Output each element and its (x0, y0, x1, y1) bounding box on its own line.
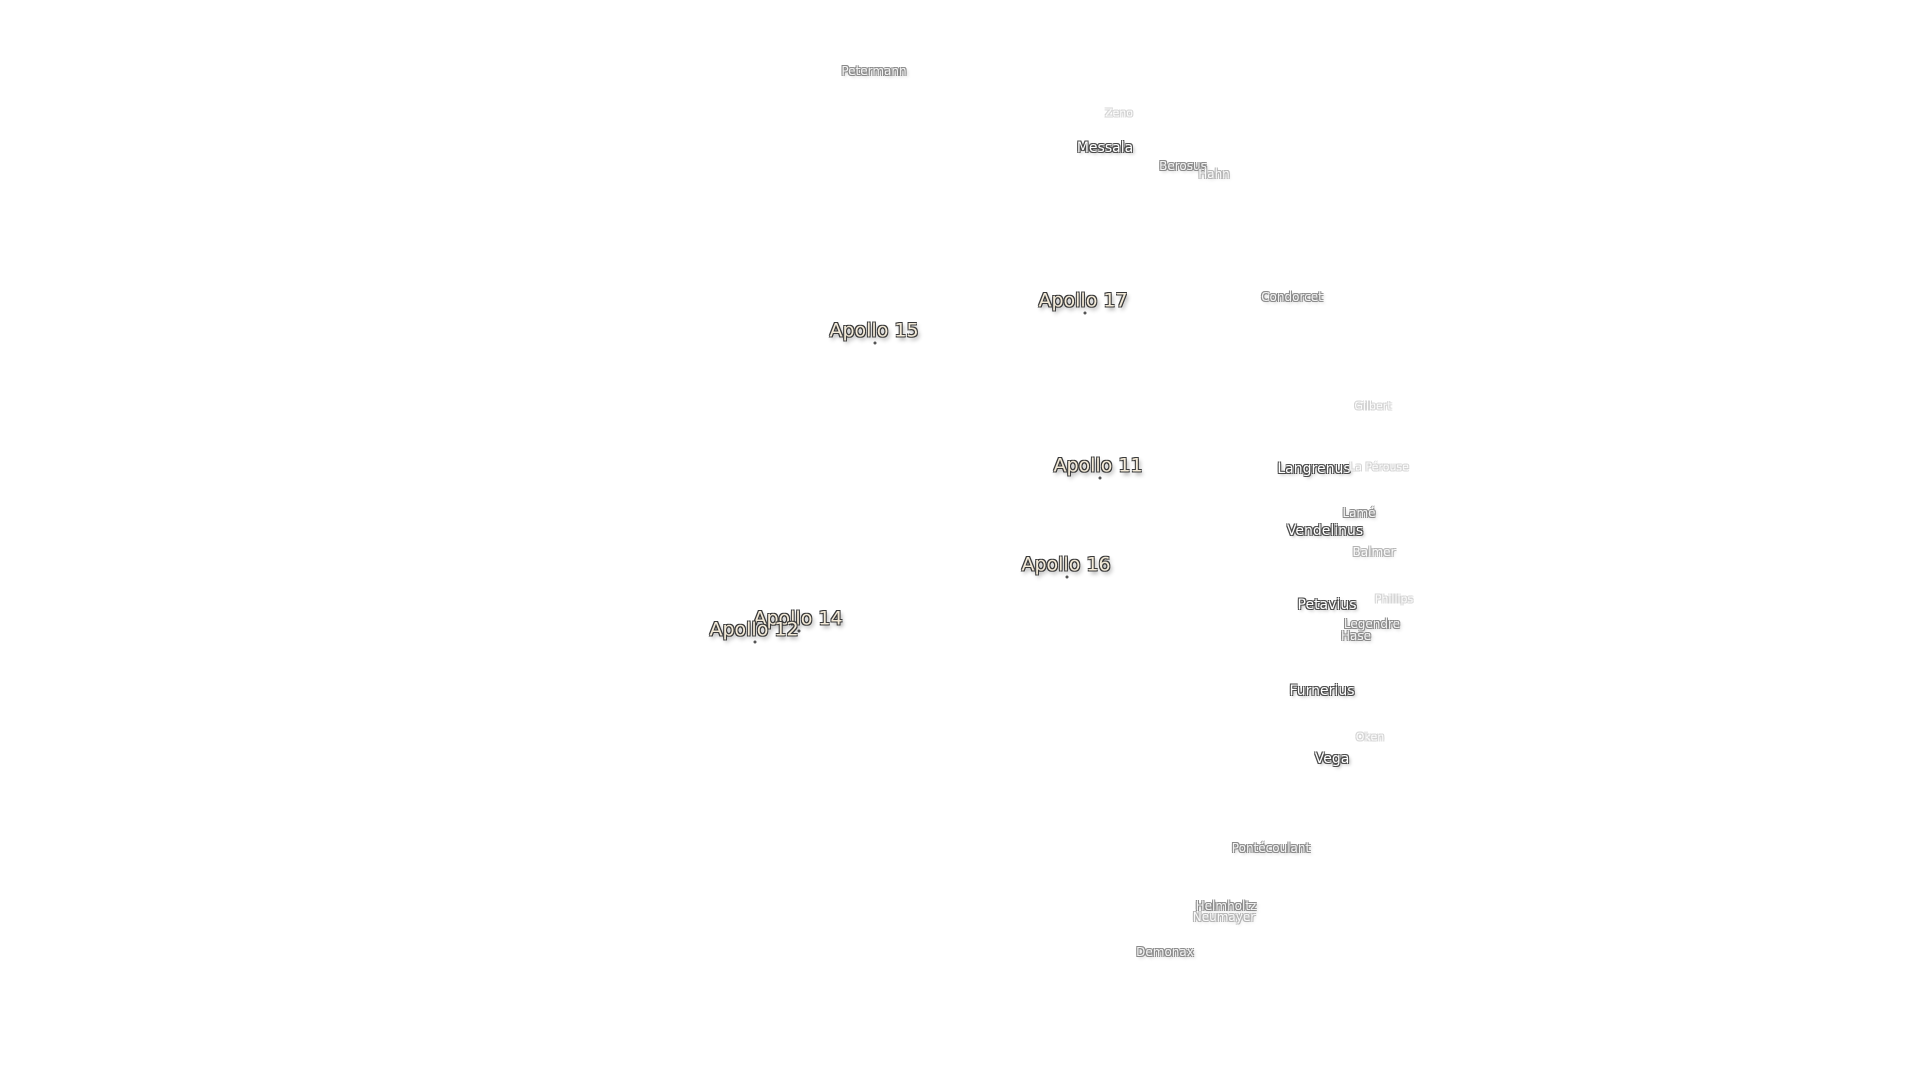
label-crater-berosus[interactable]: Berosus (1159, 159, 1207, 173)
label-crater-oken[interactable]: Oken (1355, 730, 1385, 744)
label-crater-furnerius[interactable]: Furnerius (1289, 683, 1355, 699)
apollo-16-marker[interactable] (1065, 575, 1069, 579)
apollo-14-marker[interactable] (797, 629, 801, 633)
apollo-17-marker[interactable] (1083, 311, 1087, 315)
label-apollo-11[interactable]: Apollo 11 (1053, 454, 1143, 477)
label-crater-la-perouse[interactable]: La Pérouse (1349, 460, 1409, 474)
label-crater-hase[interactable]: Hase (1340, 629, 1372, 643)
label-crater-demonax[interactable]: Demonax (1136, 945, 1194, 959)
label-crater-petavius[interactable]: Petavius (1297, 597, 1357, 613)
label-crater-messala[interactable]: Messala (1076, 140, 1134, 156)
label-crater-pontecoulant[interactable]: Pontécoulant (1231, 841, 1311, 855)
label-apollo-16[interactable]: Apollo 16 (1021, 553, 1111, 576)
label-crater-langrenus[interactable]: Langrenus (1277, 461, 1351, 477)
label-crater-zeno[interactable]: Zeno (1104, 106, 1134, 120)
apollo-15-marker[interactable] (873, 341, 877, 345)
apollo-11-marker[interactable] (1098, 476, 1102, 480)
label-crater-balmer[interactable]: Balmer (1352, 545, 1396, 559)
label-crater-vendelinus[interactable]: Vendelinus (1286, 523, 1364, 539)
label-crater-hahn[interactable]: Hahn (1198, 167, 1230, 181)
label-crater-phillips[interactable]: Phillips (1374, 592, 1414, 606)
label-crater-vega[interactable]: Vega (1314, 751, 1350, 767)
label-crater-gilbert[interactable]: Gilbert (1354, 399, 1392, 413)
label-apollo-15[interactable]: Apollo 15 (829, 319, 919, 342)
apollo-12-marker[interactable] (753, 640, 757, 644)
label-crater-legendre[interactable]: Legendre (1343, 617, 1401, 631)
label-crater-helmholtz[interactable]: Helmholtz (1195, 899, 1257, 913)
label-apollo-17[interactable]: Apollo 17 (1038, 289, 1128, 312)
label-crater-condorcet[interactable]: Condorcet (1261, 290, 1323, 304)
label-crater-lame[interactable]: Lamé (1342, 506, 1376, 520)
label-crater-petermann[interactable]: Petermann (841, 64, 907, 78)
label-apollo-12[interactable]: Apollo 12 (709, 618, 799, 641)
label-crater-neumayer[interactable]: Neumayer (1192, 910, 1256, 924)
label-apollo-14[interactable]: Apollo 14 (753, 607, 843, 630)
